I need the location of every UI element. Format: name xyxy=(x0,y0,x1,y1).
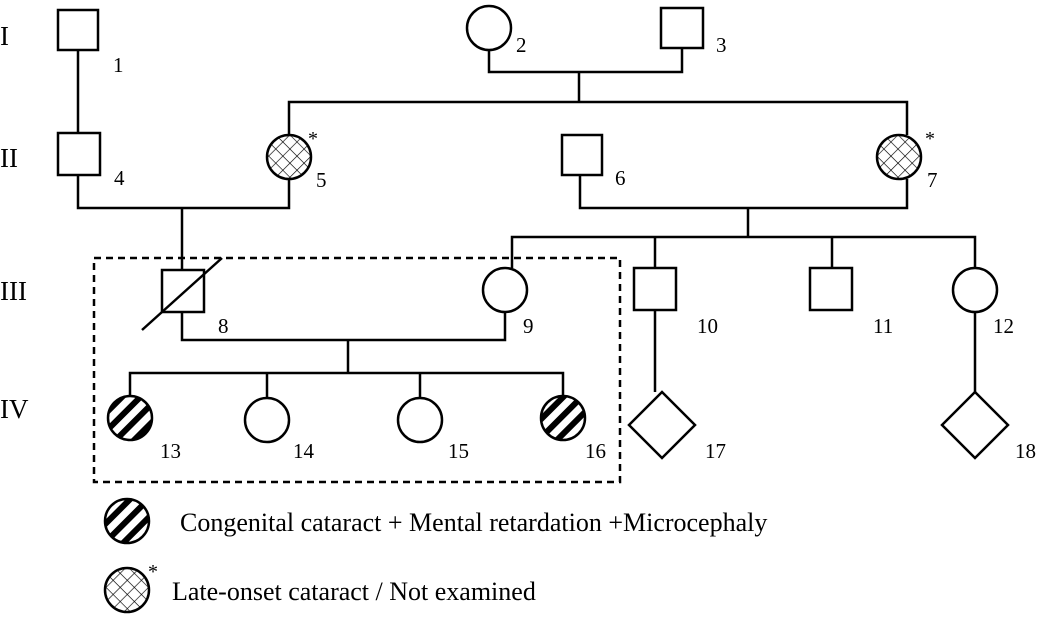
legend-affected-symbol xyxy=(103,497,151,545)
nuclear-family-highlight-box xyxy=(92,256,622,484)
individual-11-male xyxy=(808,266,854,312)
label-1: 1 xyxy=(113,53,124,77)
generation-label-4: IV xyxy=(0,394,29,424)
individual-13-affected xyxy=(106,394,154,442)
marker-5: * xyxy=(308,128,318,150)
individual-9-female xyxy=(481,266,529,314)
individual-3-male xyxy=(659,6,705,50)
individual-14-female xyxy=(243,396,291,444)
individual-18-unknown-sex xyxy=(940,390,1010,460)
individual-2-female xyxy=(465,4,513,52)
individual-16-affected xyxy=(539,394,587,442)
individual-7-late-onset xyxy=(875,133,923,181)
legend-late-onset-text: Late-onset cataract / Not examined xyxy=(172,577,536,606)
individual-1-male xyxy=(56,8,100,52)
individual-12-female xyxy=(951,266,999,314)
deceased-slash xyxy=(141,257,223,331)
label-12: 12 xyxy=(993,314,1014,338)
label-16: 16 xyxy=(585,439,606,463)
label-2: 2 xyxy=(516,33,527,57)
label-6: 6 xyxy=(615,166,626,190)
label-4: 4 xyxy=(114,166,125,190)
individual-17-unknown-sex xyxy=(627,390,697,460)
individual-5-late-onset xyxy=(265,133,313,181)
individual-10-male xyxy=(632,266,678,312)
label-8: 8 xyxy=(218,314,229,338)
generation-label-2: II xyxy=(0,143,18,173)
individual-15-female xyxy=(396,396,444,444)
label-13: 13 xyxy=(160,439,181,463)
label-17: 17 xyxy=(705,439,726,463)
label-9: 9 xyxy=(523,314,534,338)
individual-6-male xyxy=(560,133,604,177)
label-5: 5 xyxy=(316,168,327,192)
legend-affected-text: Congenital cataract + Mental retardation… xyxy=(180,508,767,537)
label-7: 7 xyxy=(927,168,938,192)
generation-label-3: III xyxy=(0,276,27,306)
legend: Congenital cataract + Mental retardation… xyxy=(103,497,767,614)
label-18: 18 xyxy=(1015,439,1036,463)
label-11: 11 xyxy=(873,314,893,338)
generation-label-1: I xyxy=(0,21,9,51)
individual-4-male xyxy=(56,131,102,177)
label-3: 3 xyxy=(716,33,727,57)
label-15: 15 xyxy=(448,439,469,463)
legend-late-onset-symbol xyxy=(103,566,151,614)
label-14: 14 xyxy=(293,439,315,463)
pedigree-lines xyxy=(76,48,977,398)
marker-7: * xyxy=(925,128,935,150)
legend-marker: * xyxy=(148,561,158,583)
label-10: 10 xyxy=(697,314,718,338)
